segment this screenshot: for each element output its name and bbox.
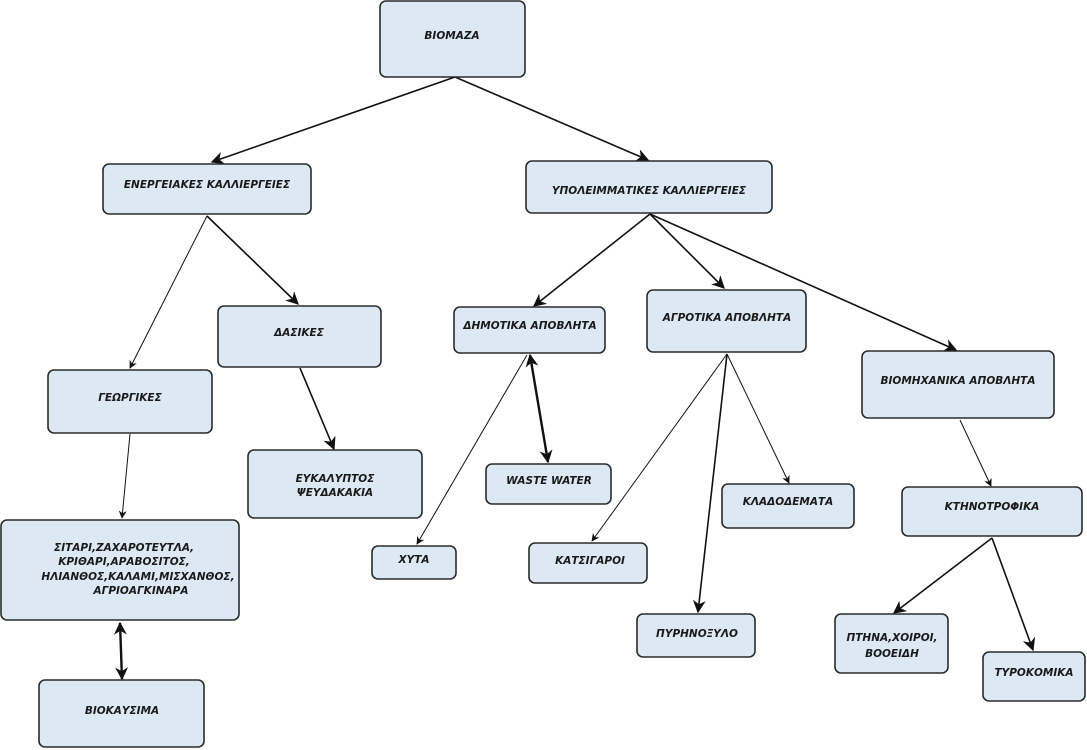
- edge-agrotika-pyrinoxylo: [692, 353, 728, 614]
- edge-ypoleimmatikes-viomichanika: [649, 213, 958, 352]
- edge-ypoleimmatikes-agrotika: [649, 213, 725, 289]
- node-label: ΚΑΤΣΙΓΑΡΟΙ: [555, 555, 625, 567]
- node-label-line-1: ΣΙΤΑΡΙ,ΖΑΧΑΡΟΤΕΥΤΛΑ,: [54, 542, 194, 554]
- node-sitari: ΣΙΤΑΡΙ,ΖΑΧΑΡΟΤΕΥΤΛΑ, ΚΡΙΘΑΡΙ,ΑΡΑΒΟΣΙΤΟΣ,…: [0, 519, 240, 621]
- edge-sitari-viokausima: [113, 621, 129, 681]
- edges: [113, 76, 1036, 681]
- node-eukalyptos: ΕΥΚΑΛΥΠΤΟΣ ΨΕΥΔΑΚΑΚΙΑ: [247, 449, 423, 519]
- node-ptina: ΠΤΗΝΑ,ΧΟΙΡΟΙ, ΒΟΟΕΙΔΗ: [834, 613, 949, 674]
- edge-energeiakes-dasikes: [206, 215, 299, 305]
- node-label: ΚΤΗΝΟΤΡΟΦΙΚΑ: [945, 501, 1040, 513]
- edge-ktinotrofika-tyrokomika: [991, 537, 1036, 652]
- node-label: ΒΙΟΜΗΧΑΝΙΚΑ ΑΠΟΒΛΗΤΑ: [881, 375, 1036, 387]
- edge-ktinotrofika-ptina: [892, 537, 993, 614]
- node-kladodemata: ΚΛΑΔΟΔΕΜΑΤΑ: [721, 483, 855, 529]
- node-tyrokomika: ΤΥΡΟΚΟΜΙΚΑ: [982, 651, 1086, 702]
- edge-viomichanika-ktinotrofika: [959, 419, 992, 487]
- edge-biomaza-ypoleimmatikes: [454, 76, 650, 162]
- node-label-line-2: ΨΕΥΔΑΚΑΚΙΑ: [297, 487, 373, 499]
- node-label-line-1: ΠΤΗΝΑ,ΧΟΙΡΟΙ,: [846, 632, 937, 644]
- node-georgikes: ΓΕΩΡΓΙΚΕΣ: [47, 369, 213, 434]
- edge-georgikes-sitari: [118, 433, 131, 519]
- node-label-line-4: ΑΓΡΙΟΑΓΚΙΝΑΡΑ: [93, 585, 189, 597]
- node-label-line-1: ΕΥΚΑΛΥΠΤΟΣ: [296, 473, 376, 485]
- node-chyta: ΧΥΤΑ: [371, 545, 457, 580]
- edge-agrotika-kladodemata: [726, 353, 790, 484]
- node-label: ΧΥΤΑ: [398, 554, 430, 566]
- edge-dimotika-chyta: [416, 354, 528, 545]
- node-label: ΚΛΑΔΟΔΕΜΑΤΑ: [743, 496, 834, 508]
- node-ktinotrofika: ΚΤΗΝΟΤΡΟΦΙΚΑ: [901, 486, 1083, 537]
- node-dasikes: ΔΑΣΙΚΕΣ: [217, 305, 382, 368]
- edge-ypoleimmatikes-dimotika: [532, 213, 651, 307]
- node-biomaza: ΒΙΟΜΑΖΑ: [379, 0, 526, 78]
- node-label: ΥΠΟΛΕΙΜΜΑΤΙΚΕΣ ΚΑΛΛΙΕΡΓΕΙΕΣ: [552, 185, 747, 197]
- node-label: ΓΕΩΡΓΙΚΕΣ: [98, 392, 162, 404]
- node-energeiakes: ΕΝΕΡΓΕΙΑΚΕΣ ΚΑΛΛΙΕΡΓΕΙΕΣ: [102, 163, 312, 215]
- node-dimotika: ΔΗΜΟΤΙΚΑ ΑΠΟΒΛΗΤΑ: [453, 306, 606, 354]
- node-label: ΑΓΡΟΤΙΚΑ ΑΠΟΒΛΗΤΑ: [662, 312, 791, 324]
- node-label-line-2: ΒΟΟΕΙΔΗ: [865, 648, 919, 660]
- node-label: ΔΑΣΙΚΕΣ: [273, 327, 325, 339]
- node-ypoleimmatikes: ΥΠΟΛΕΙΜΜΑΤΙΚΕΣ ΚΑΛΛΙΕΡΓΕΙΕΣ: [525, 160, 773, 214]
- node-viomichanika: ΒΙΟΜΗΧΑΝΙΚΑ ΑΠΟΒΛΗΤΑ: [861, 350, 1055, 419]
- node-waste-water: WASTE WATER: [485, 463, 612, 505]
- node-agrotika: ΑΓΡΟΤΙΚΑ ΑΠΟΒΛΗΤΑ: [646, 289, 807, 353]
- node-label: ΠΥΡΗΝΟΞΥΛΟ: [656, 628, 738, 640]
- node-label: ΤΥΡΟΚΟΜΙΚΑ: [994, 667, 1073, 679]
- node-label: WASTE WATER: [506, 475, 592, 487]
- node-label: ΒΙΟΜΑΖΑ: [424, 30, 479, 42]
- node-label-line-3: ΗΛΙΑΝΘΟΣ,ΚΑΛΑΜΙ,ΜΙΣΧΑΝΘΟΣ,: [41, 571, 234, 583]
- edge-energeiakes-georgikes: [129, 215, 208, 369]
- edge-agrotika-katsigaroi: [591, 353, 728, 542]
- node-label: ΒΙΟΚΑΥΣΙΜΑ: [85, 705, 159, 717]
- node-label: ΕΝΕΡΓΕΙΑΚΕΣ ΚΑΛΛΙΕΡΓΕΙΕΣ: [124, 179, 291, 191]
- edge-biomaza-energeiakes: [210, 76, 456, 165]
- node-label-line-2: ΚΡΙΘΑΡΙ,ΑΡΑΒΟΣΙΤΟΣ,: [58, 556, 190, 568]
- node-label: ΔΗΜΟΤΙΚΑ ΑΠΟΒΛΗΤΑ: [462, 320, 596, 332]
- node-pyrinoxylo: ΠΥΡΗΝΟΞΥΛΟ: [636, 613, 756, 658]
- node-katsigaroi: ΚΑΤΣΙΓΑΡΟΙ: [528, 542, 648, 584]
- edge-dasikes-eukalyptos: [299, 367, 336, 451]
- edge-dimotika-wastewater: [525, 353, 553, 464]
- node-viokausima: ΒΙΟΚΑΥΣΙΜΑ: [38, 679, 205, 748]
